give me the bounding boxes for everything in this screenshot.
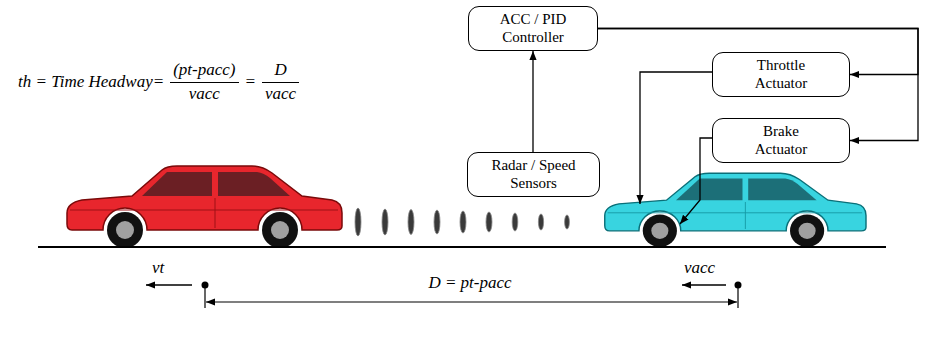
actuator-box: Throttle Actuator bbox=[712, 52, 850, 97]
formula-text: D bbox=[274, 60, 286, 80]
fraction-bar bbox=[170, 82, 238, 83]
box-label: Throttle Actuator bbox=[736, 57, 826, 92]
dimension-line bbox=[206, 301, 737, 302]
formula-text: = bbox=[245, 72, 256, 92]
velocity-arrow bbox=[682, 284, 726, 285]
signal-connector bbox=[532, 51, 533, 152]
formula-text: (pt-pacc) bbox=[173, 60, 235, 80]
sensor-box: Radar / Speed Sensors bbox=[467, 152, 600, 197]
brake-line bbox=[680, 138, 712, 224]
dimension-tick bbox=[737, 285, 738, 308]
dimension-tick bbox=[204, 285, 205, 308]
fraction-bar bbox=[262, 82, 299, 83]
velocity-arrow bbox=[146, 284, 192, 285]
actuator-box: Brake Actuator bbox=[712, 118, 850, 163]
velocity-label: vt bbox=[152, 258, 164, 278]
box-label: Radar / Speed Sensors bbox=[484, 157, 584, 192]
road-line bbox=[38, 246, 886, 248]
lead-car bbox=[67, 166, 342, 248]
radar-waves bbox=[355, 208, 569, 236]
controller-box: ACC / PID Controller bbox=[468, 6, 598, 51]
distance-label: D = pt-pacc bbox=[428, 273, 511, 293]
velocity-label: vacc bbox=[684, 258, 715, 278]
acc-car bbox=[605, 173, 866, 247]
formula-text: vacc bbox=[189, 84, 220, 104]
formula-text: th = Time Headway= bbox=[18, 72, 164, 92]
box-label: ACC / PID Controller bbox=[483, 11, 583, 46]
box-label: Brake Actuator bbox=[736, 123, 826, 158]
formula-text: vacc bbox=[265, 84, 296, 104]
